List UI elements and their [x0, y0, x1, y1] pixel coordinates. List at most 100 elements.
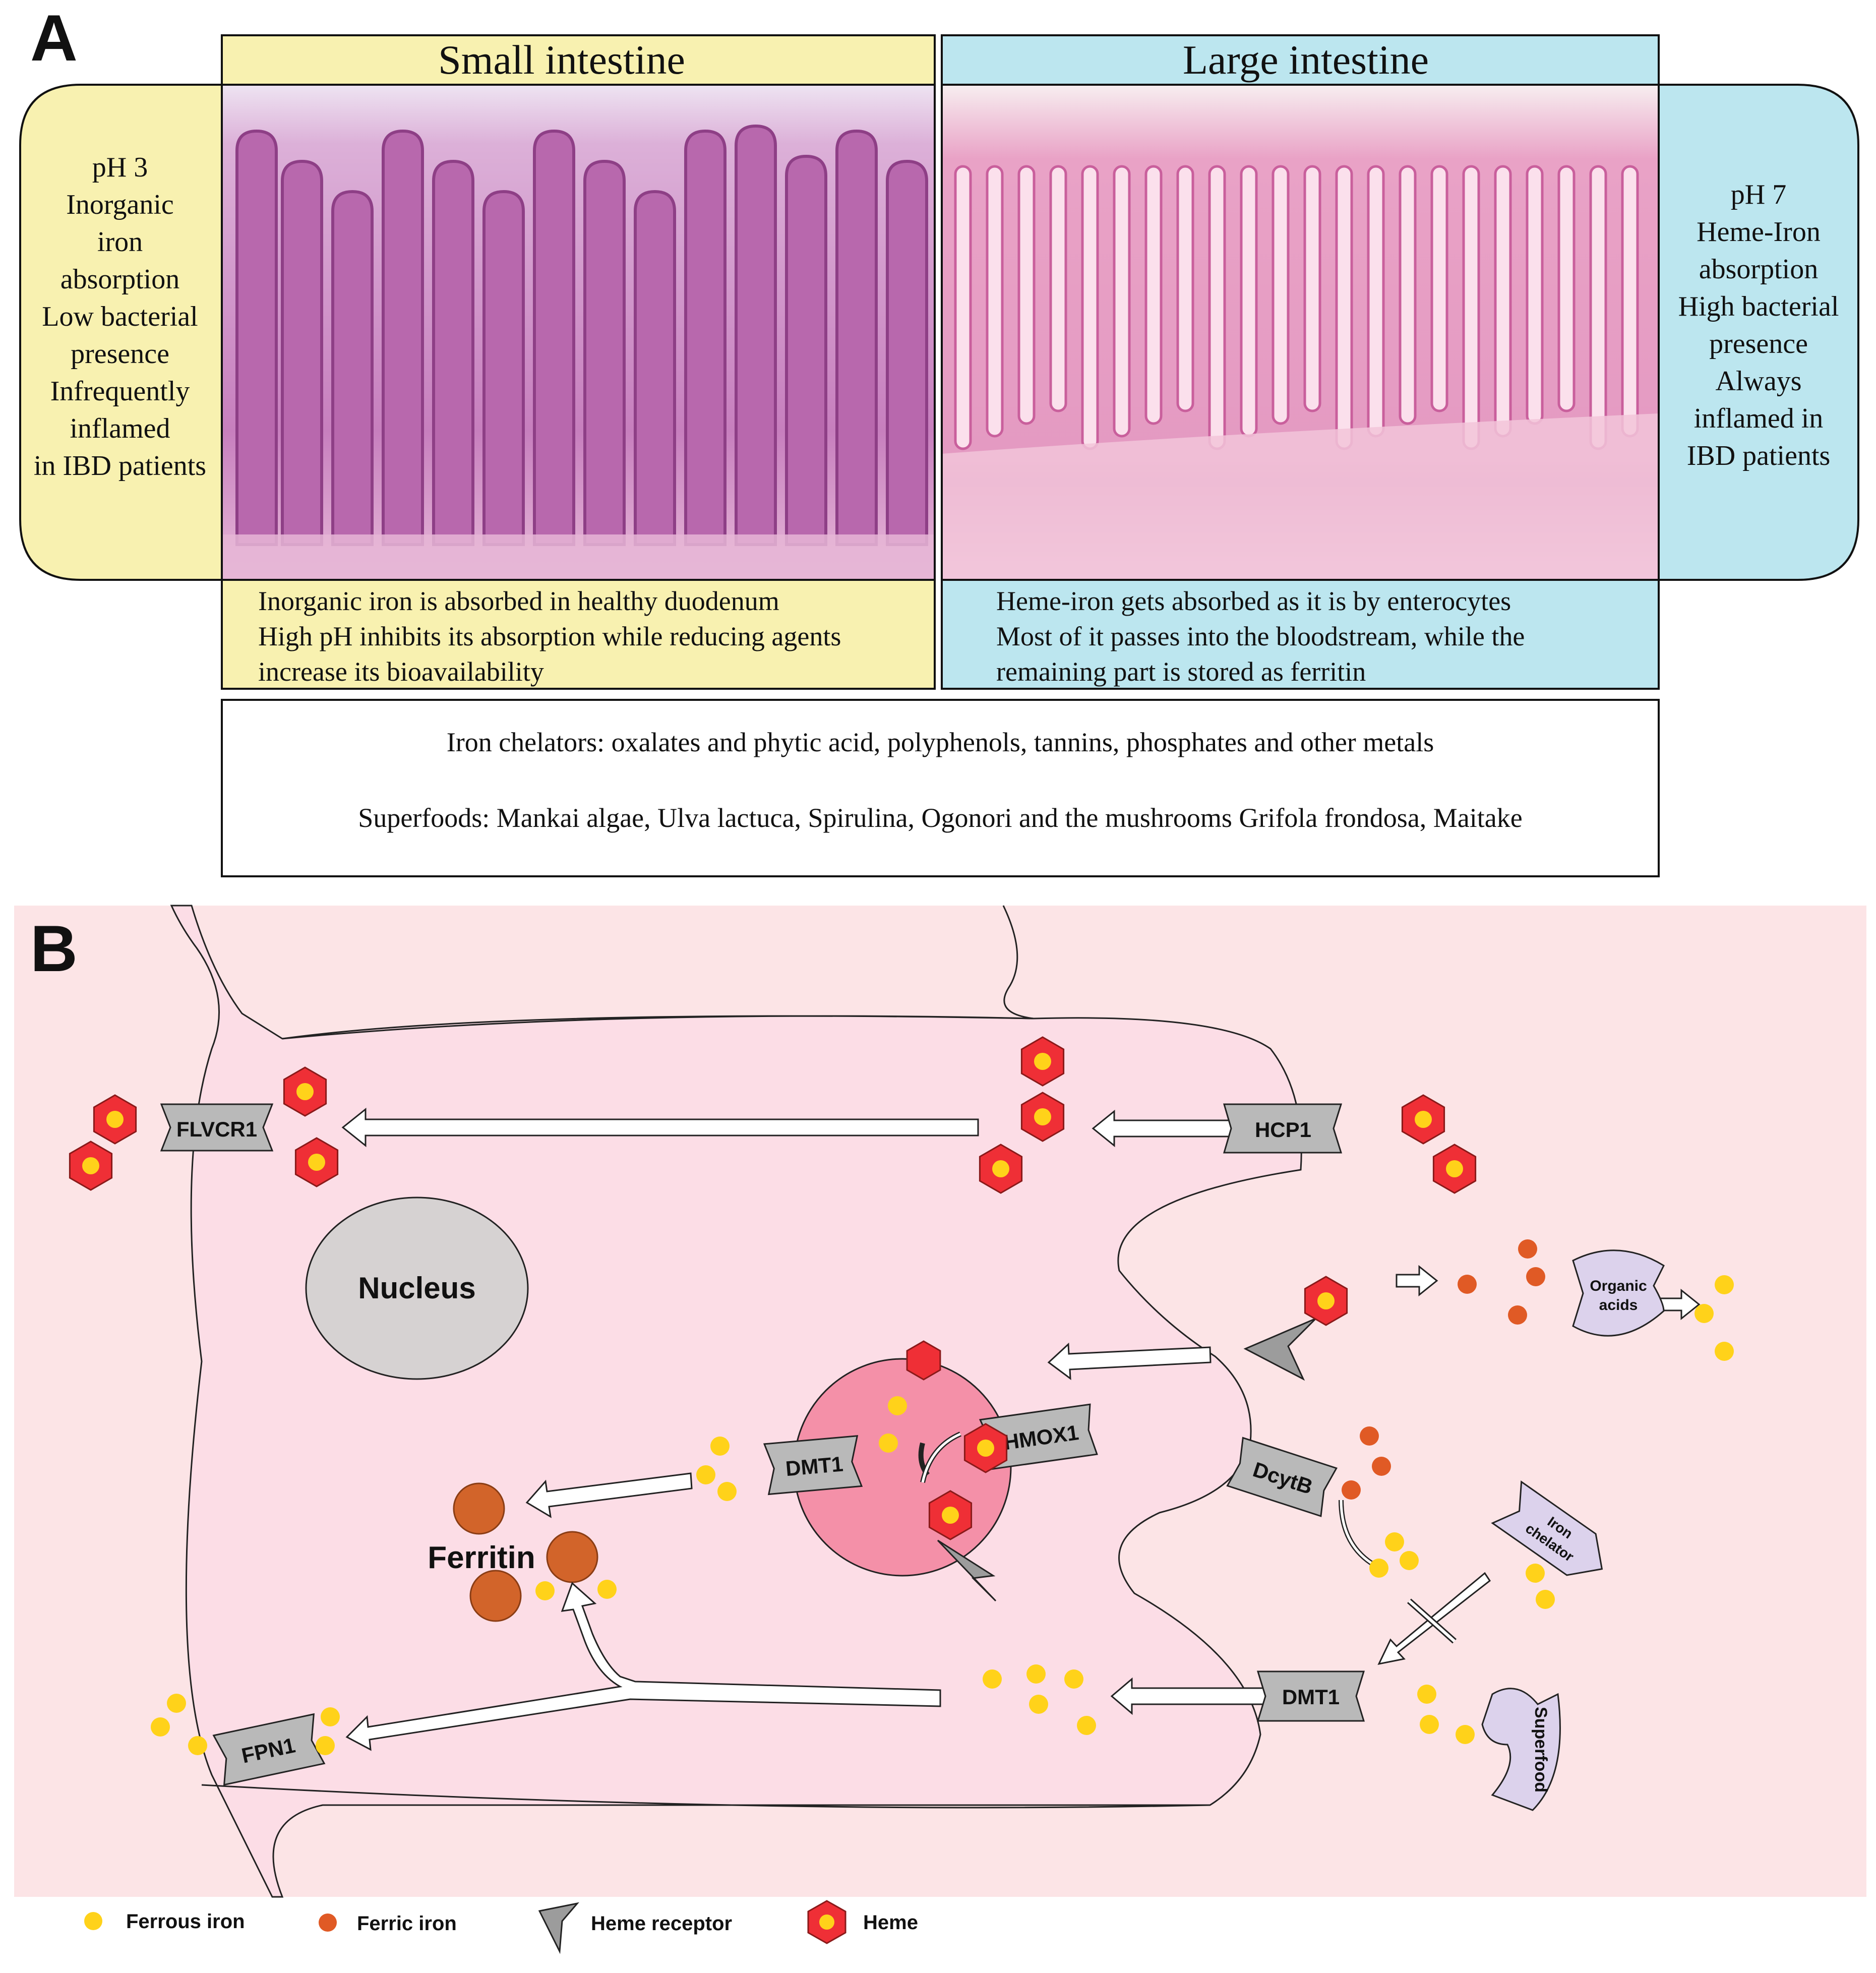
villus — [281, 159, 323, 546]
small-intestine-header — [221, 34, 936, 86]
villus — [634, 190, 676, 546]
crypt — [1176, 165, 1194, 412]
crypt — [1430, 165, 1448, 412]
organic-acids-shape: Organic acids — [1572, 1249, 1665, 1337]
si-side-line: Infrequently — [50, 376, 190, 407]
dmt1-vesicle-label: DMT1 — [784, 1452, 844, 1481]
crypt — [1589, 165, 1607, 450]
heme-hexagon-icon — [906, 1340, 941, 1381]
heme-iron-core — [296, 1083, 314, 1100]
heme-receptor-membrane — [1243, 1318, 1317, 1381]
ferritin-label: Ferritin — [428, 1540, 535, 1575]
crypt — [1399, 165, 1417, 425]
crypt — [1335, 165, 1353, 450]
dmt1-to-ferritin-arrow — [525, 1472, 693, 1518]
villus — [835, 129, 878, 546]
dmt1-membrane-label: DMT1 — [1282, 1685, 1340, 1709]
si-side-line: Low bacterial — [42, 301, 198, 332]
small-intestine-description: Inorganic iron is absorbed in healthy du… — [258, 586, 841, 687]
ferric-dot-icon — [1458, 1275, 1477, 1294]
si-side-line: Inorganic — [66, 189, 174, 220]
ferrous-dot-icon — [188, 1736, 207, 1755]
crypt — [986, 165, 1004, 438]
heme-export-arrow — [341, 1107, 979, 1148]
legend-heme: Heme — [863, 1911, 918, 1934]
ferrous-dot-icon — [1385, 1532, 1404, 1551]
ferrous-dot-icon — [1715, 1275, 1734, 1294]
heme-iron-core — [82, 1157, 99, 1174]
ferrous-dot-icon — [167, 1694, 186, 1713]
transporters: FLVCR1 HCP1 DMT1 HMOX1 DcytB DMT1 — [160, 1103, 1365, 1786]
ferritin-ball — [546, 1531, 598, 1583]
export-branch-arrow — [345, 1582, 941, 1751]
ferrous-dot-icon — [1420, 1715, 1439, 1734]
organic-acid-in-arrow — [1396, 1265, 1438, 1297]
ferrous-dot-icon — [1417, 1685, 1436, 1704]
crypt — [954, 165, 972, 450]
si-desc-line: Inorganic iron is absorbed in healthy du… — [258, 586, 779, 616]
large-intestine-side-text: pH 7 Heme-Iron absorption High bacterial… — [1678, 179, 1839, 471]
ferric-dot-icon — [319, 1914, 337, 1932]
villus — [482, 190, 525, 546]
villus — [533, 129, 575, 546]
ferrous-dot-icon — [316, 1736, 335, 1755]
ferric-dot-icon — [1526, 1267, 1545, 1286]
si-desc-line: High pH inhibits its absorption while re… — [258, 621, 841, 651]
crypt — [1272, 165, 1290, 425]
crypt — [1081, 165, 1099, 450]
crypt — [1621, 165, 1639, 438]
ferrous-dot-icon — [597, 1580, 617, 1599]
enterocyte-cell — [170, 905, 1302, 1898]
crypt — [1017, 165, 1036, 425]
dmt1-membrane-transporter: DMT1 — [1256, 1670, 1365, 1722]
flvcr1-transporter: FLVCR1 — [160, 1103, 274, 1152]
hmox1-arrow-inner — [921, 1432, 961, 1483]
large-intestine-histology-image — [941, 84, 1660, 581]
small-intestine-side-text: pH 3 Inorganic iron absorption Low bacte… — [34, 152, 206, 482]
crypt — [1113, 165, 1131, 438]
li-side-line: presence — [1709, 328, 1808, 360]
superfood-shape: Superfood — [1481, 1688, 1561, 1811]
superfood-label: Superfood — [1531, 1707, 1550, 1792]
panel-a-label: A — [30, 1, 78, 75]
villus — [235, 129, 278, 546]
dcytb-reduction-arrow-inner — [1340, 1500, 1372, 1565]
large-intestine-description-box — [941, 579, 1660, 690]
li-side-line: High bacterial — [1678, 291, 1839, 322]
ferric-dot-icon — [1508, 1305, 1527, 1325]
ferrous-dot-icon — [535, 1581, 555, 1600]
ferrous-dot-icon — [1029, 1695, 1048, 1714]
ferrous-dot-icon — [151, 1717, 170, 1737]
fpn1-transporter: FPN1 — [212, 1713, 326, 1786]
panel-b: B Nucleus Ferritin — [14, 905, 1866, 1898]
dmt1-vesicle-transporter: DMT1 — [763, 1435, 863, 1496]
heme-iron-core — [992, 1160, 1009, 1177]
crypt — [1367, 165, 1385, 438]
heme-iron-core — [1317, 1292, 1335, 1309]
heme-iron-core — [1034, 1108, 1051, 1125]
heme-receptor-vesicle — [937, 1539, 997, 1602]
panel-a: A Small intestine Large intestine pH 3 I… — [19, 1, 1859, 877]
cell-border-upper — [282, 1015, 1034, 1040]
heme-hexagon-icon — [807, 1900, 846, 1944]
ferrous-dot-icon — [1400, 1551, 1419, 1570]
small-intestine-side-box — [19, 84, 223, 581]
crypt — [1462, 165, 1480, 450]
li-desc-line: Heme-iron gets absorbed as it is by ente… — [996, 586, 1511, 616]
villus — [684, 129, 727, 546]
heme-iron-core — [308, 1154, 325, 1171]
nucleus — [305, 1197, 529, 1380]
heme-receptor-icon — [538, 1902, 579, 1954]
crypt — [1557, 165, 1576, 412]
ferrous-dot-icon — [983, 1669, 1002, 1689]
ferrous-dot-icon — [1077, 1716, 1096, 1735]
si-desc-line: increase its bioavailability — [258, 656, 544, 687]
heme-iron-core — [1446, 1160, 1463, 1177]
superfoods-text: Superfoods: Mankai algae, Ulva lactuca, … — [358, 803, 1522, 833]
cell-border-lower — [201, 1784, 1211, 1809]
dcytb-transporter: DcytB — [1226, 1437, 1338, 1517]
hcp1-label: HCP1 — [1255, 1118, 1311, 1142]
small-intestine-histology-image — [221, 84, 936, 581]
si-side-line: iron — [97, 226, 143, 258]
